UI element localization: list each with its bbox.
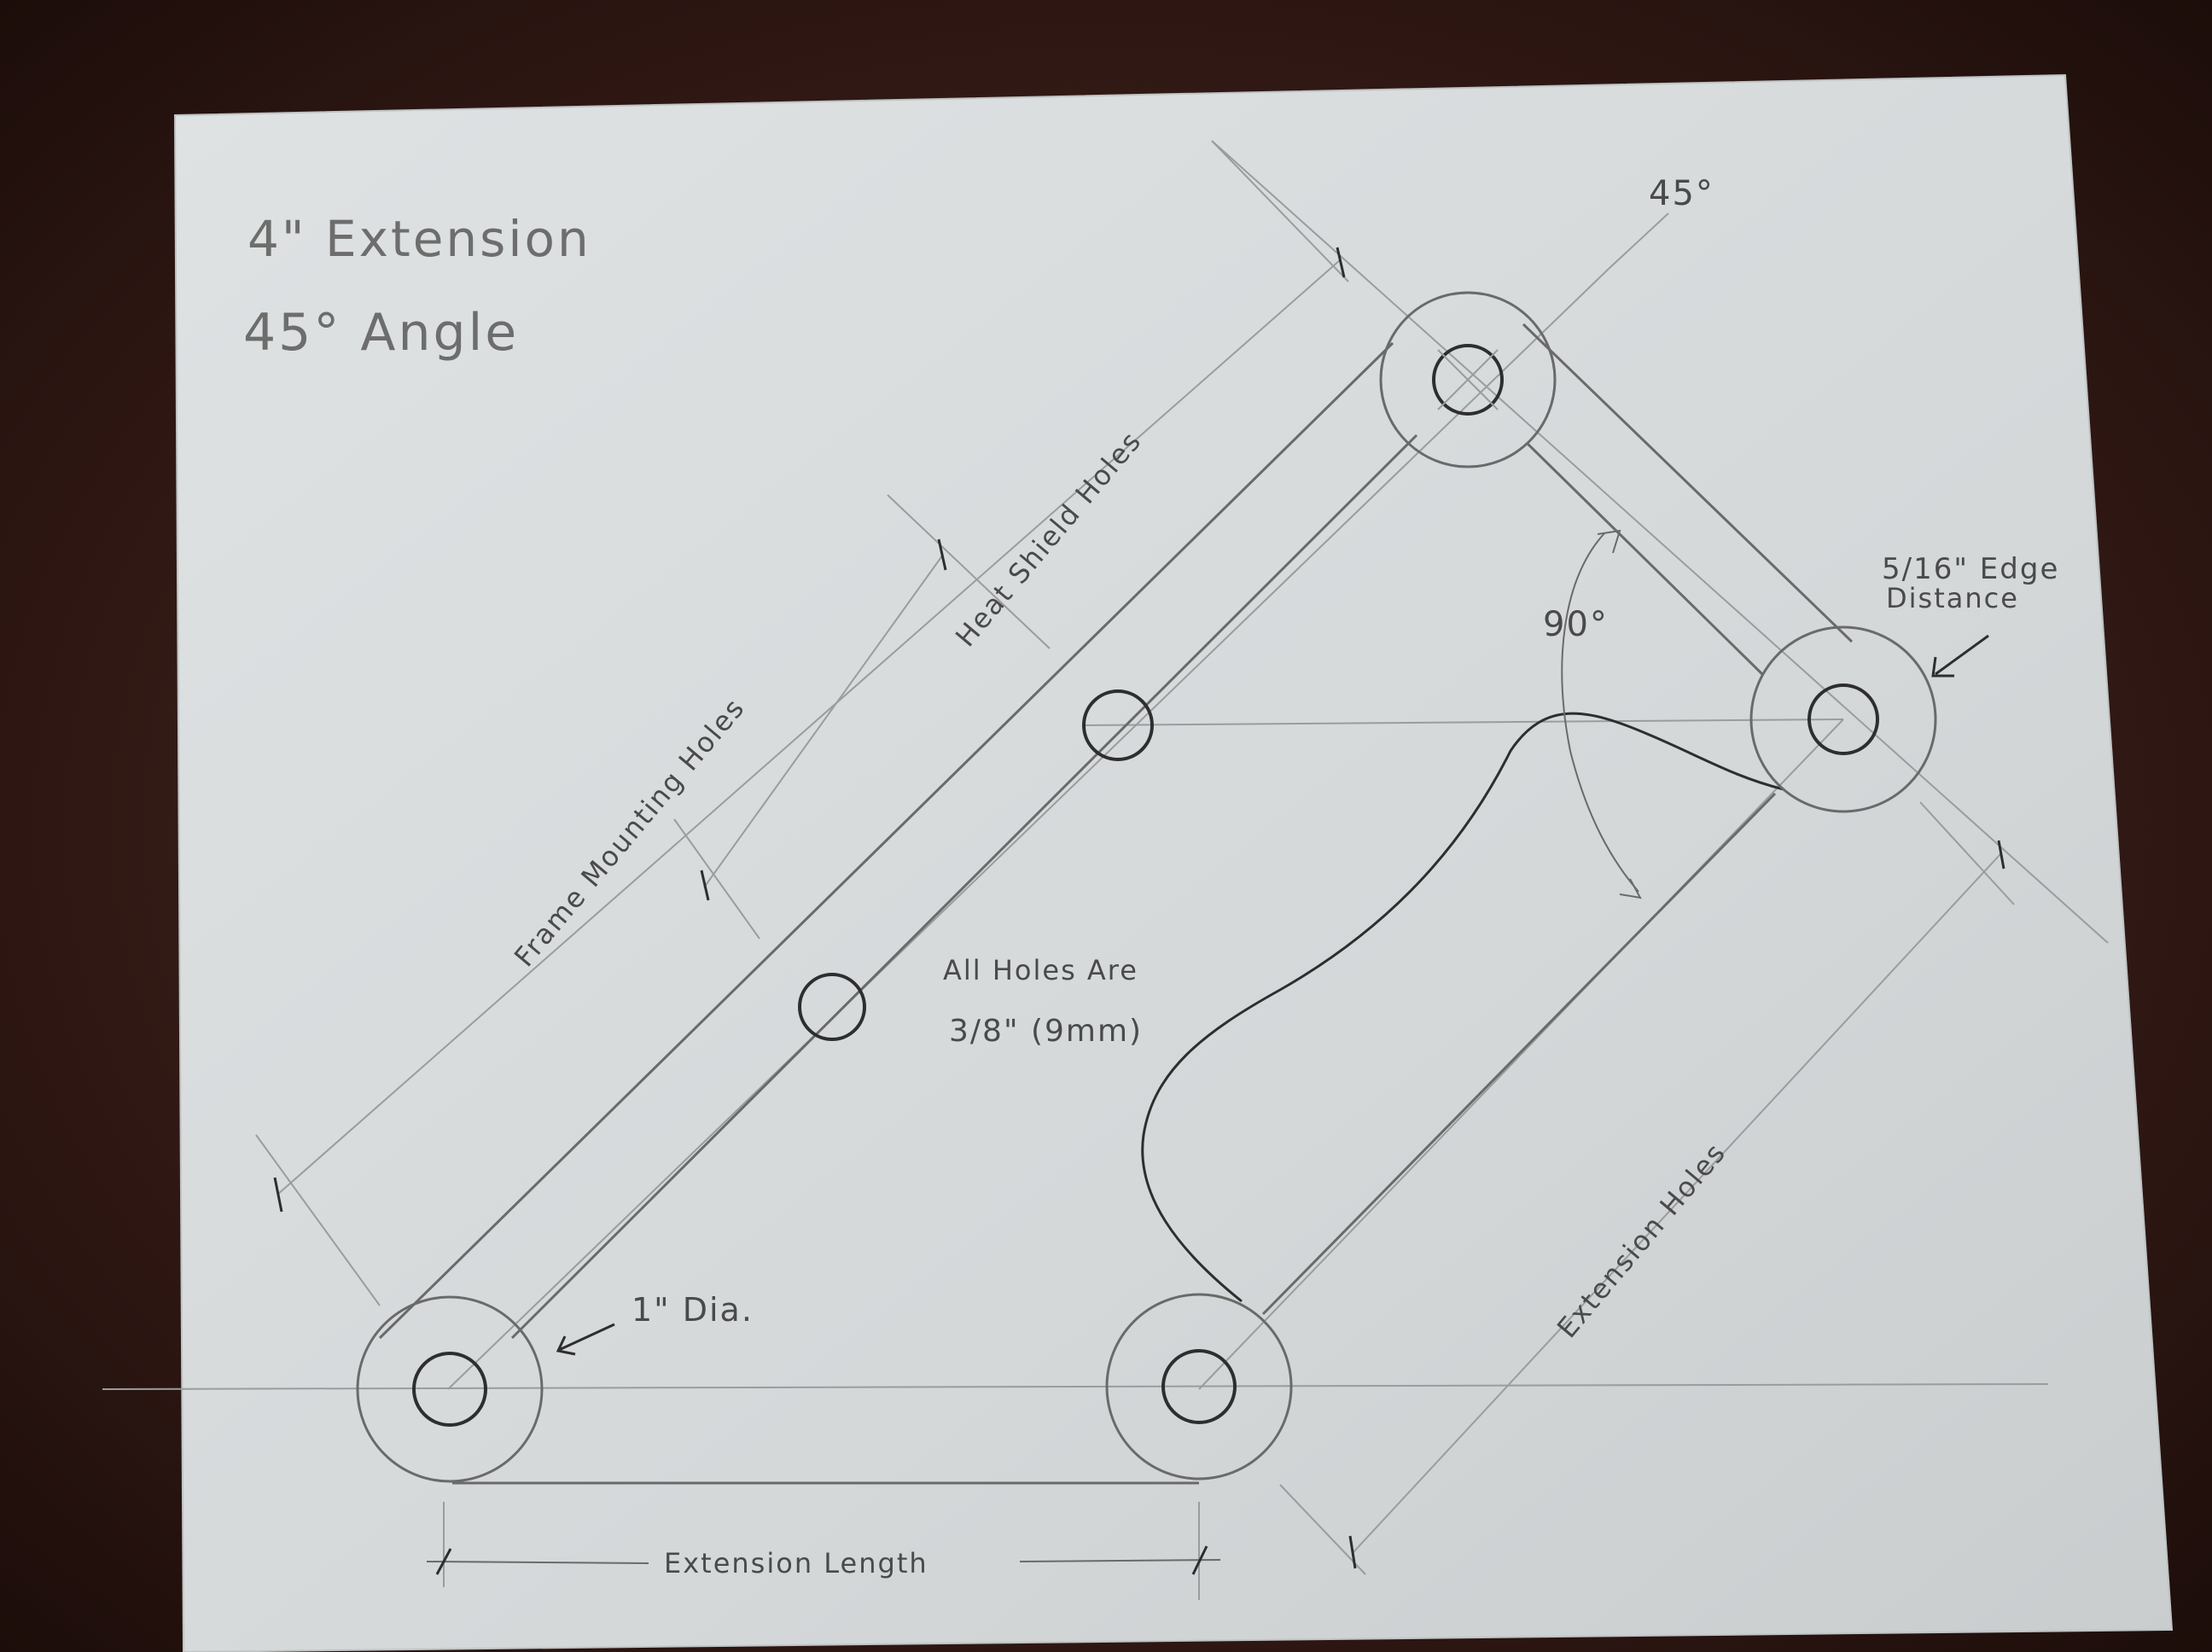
title-line-1: 4" Extension	[247, 210, 591, 268]
hole-bottom-left	[412, 1352, 487, 1427]
frame-tick-b	[1336, 247, 1346, 278]
middle-centerline	[1083, 718, 1844, 726]
link-s-curve	[1141, 712, 1784, 1303]
boss-bottom-left	[356, 1295, 544, 1483]
extension-holes-ext-a	[1279, 1484, 1366, 1575]
diagonal-centerline-left	[447, 268, 1610, 1390]
angle-90-arrow-top	[1597, 529, 1621, 554]
link-edge-top-inner	[1526, 442, 1764, 676]
extension-length-label: Extension Length	[664, 1547, 928, 1579]
hole-top-cross-b	[1437, 349, 1499, 410]
frame-dimension-ext-b	[1211, 140, 1349, 282]
edge-distance-label-1: 5/16" Edge	[1882, 552, 2059, 586]
link-edge-extension	[1261, 792, 1777, 1316]
extension-holes-tick-a	[1348, 1535, 1357, 1569]
angle-right-label: 90°	[1543, 605, 1609, 644]
extension-length-line-right	[1019, 1559, 1221, 1562]
bottom-centerline	[102, 1383, 2049, 1390]
dia-arrowhead	[556, 1335, 576, 1356]
hole-lower-middle	[798, 973, 866, 1041]
link-edge-left-inner	[510, 433, 1418, 1340]
edge-distance-label-2: Distance	[1886, 582, 2019, 614]
dia-arrow	[558, 1323, 615, 1352]
frame-tick-a	[273, 1177, 283, 1213]
extension-centerline	[1198, 718, 1844, 1390]
frame-dimension-ext-a	[255, 1134, 381, 1306]
boss-top	[1379, 291, 1557, 468]
extension-holes-dimension-line	[1352, 852, 2002, 1554]
diagonal-centerline-right	[1211, 140, 2109, 944]
dia-label: 1" Dia.	[632, 1291, 754, 1329]
extension-length-tick-a	[435, 1548, 452, 1575]
link-edge-top-right	[1522, 323, 1854, 643]
boss-bottom-right	[1105, 1293, 1293, 1480]
heat-dimension-ext-b	[887, 494, 1051, 649]
heat-tick-b	[937, 538, 947, 571]
title-line-2: 45° Angle	[243, 303, 519, 363]
heat-dimension-line	[703, 554, 944, 888]
hole-right	[1807, 683, 1879, 755]
diagonal-centerline-top	[1608, 212, 1669, 270]
hole-middle	[1082, 689, 1154, 761]
extension-holes-ext-b	[1919, 801, 2015, 905]
link-edge-left-outer	[378, 341, 1394, 1340]
angle-90-arrow-bottom	[1619, 878, 1642, 899]
boss-right	[1749, 625, 1937, 813]
extension-length-tick-b	[1191, 1545, 1208, 1575]
angle-top-label: 45°	[1649, 174, 1714, 213]
frame-dimension-line	[276, 259, 1341, 1195]
all-holes-label-2: 3/8" (9mm)	[949, 1014, 1143, 1049]
extension-length-line-left	[426, 1561, 649, 1564]
heat-tick-a	[700, 870, 710, 901]
edge-distance-arrow	[1935, 634, 1989, 676]
edge-distance-arrowhead	[1931, 656, 1954, 678]
heat-dimension-ext-a	[673, 818, 760, 939]
hole-bottom-right	[1161, 1349, 1237, 1424]
all-holes-label-1: All Holes Are	[943, 954, 1138, 986]
hole-top	[1432, 344, 1504, 416]
angle-90-arc	[1561, 532, 1639, 893]
extension-holes-tick-b	[1997, 840, 2005, 870]
